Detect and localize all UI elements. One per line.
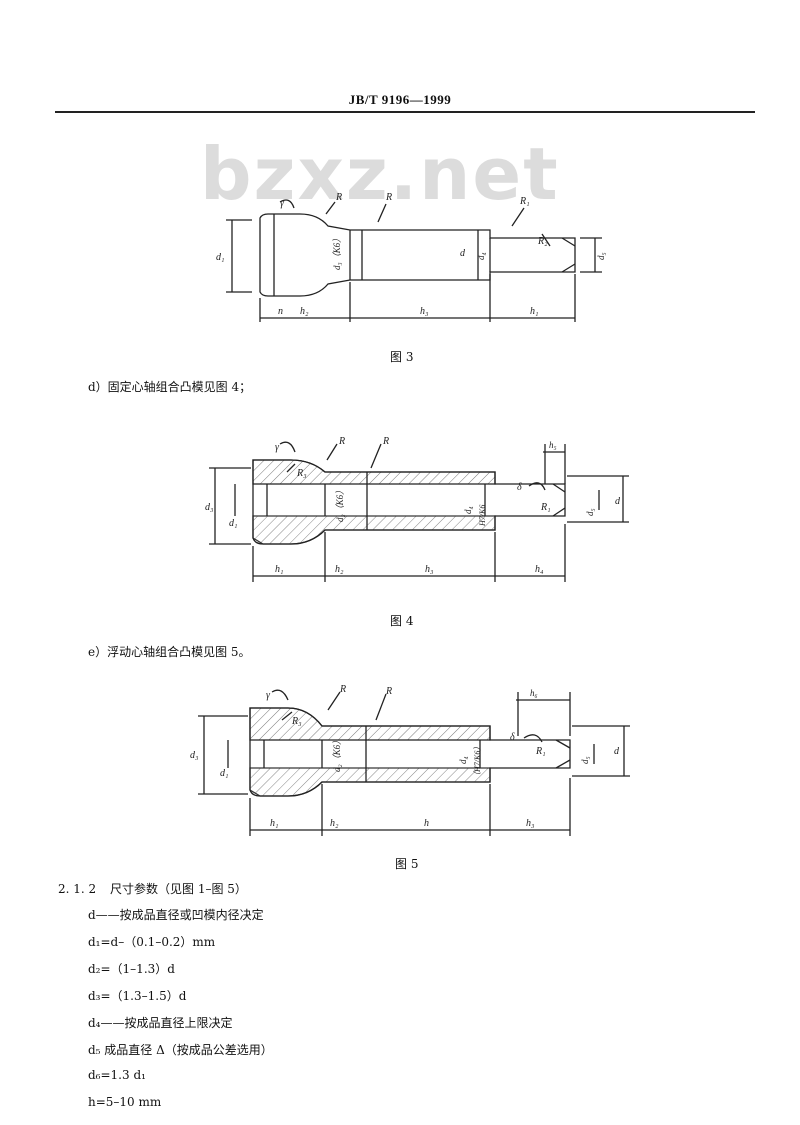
watermark: bzxz.net — [200, 132, 560, 216]
fig5-h6-label: h₆ — [530, 688, 538, 698]
fig3-gamma-label: γ — [280, 198, 285, 209]
fig5-d1-label: d₁ — [220, 768, 228, 779]
fig5-d-label: d — [614, 746, 620, 757]
fig3-R-label: R — [385, 192, 392, 203]
fig5-h-label: h — [424, 818, 429, 829]
fig4-delta-label: δ — [517, 482, 522, 493]
figure-4-drawing: γ R R R₃ d₃ d₁ d₂（K6） d₄ H7/K6 δ R₁ d₅ d… — [205, 436, 629, 582]
figure-3-drawing: γ R R R₁ R₂ d₁ d₃（K6） d d₄ d₅ n h₂ h₃ h₁ — [216, 192, 606, 322]
fig3-h1-label: h₁ — [530, 306, 538, 317]
section-title: 尺寸参数（见图 1–图 5） — [110, 882, 247, 896]
fig4-R-label: R — [338, 436, 345, 447]
fig5-d4-label: d₄ — [458, 756, 468, 764]
item-d-text: d）固定心轴组合凸模见图 4； — [88, 380, 252, 394]
fig4-R1-label: R₁ — [540, 502, 551, 513]
fig5-h3-label: h₃ — [526, 818, 535, 829]
fig3-R1-label: R₁ — [519, 196, 530, 207]
fig3-R2-label: R₂ — [537, 236, 548, 247]
fig5-d2-label: d₂（K6） — [332, 736, 342, 772]
fig3-d-label: d — [460, 248, 466, 259]
fig4-h4-label: h₄ — [535, 564, 544, 575]
document-header: JB/T 9196—1999 — [348, 92, 452, 107]
fig3-n-label: n — [278, 306, 283, 317]
fig4-h2-label: h₂ — [335, 564, 344, 575]
header-rule — [55, 111, 755, 113]
fig4-h3-label: h₃ — [425, 564, 434, 575]
fig3-d3-label: d₃（K6） — [332, 234, 342, 270]
fig4-h5-label: h₅ — [549, 440, 557, 450]
param-line-d5: d₅ 成品直径 Δ（按成品公差选用） — [88, 1043, 273, 1057]
figure-4-caption: 图 4 — [390, 614, 414, 628]
section-heading: 2. 1. 2 尺寸参数（见图 1–图 5） — [58, 880, 247, 897]
fig4-R3-label: R₃ — [296, 468, 307, 479]
fig4-d3-label: d₃ — [205, 502, 214, 513]
fig4-d1-label: d₁ — [229, 518, 237, 529]
fig4-h1-label: h₁ — [275, 564, 283, 575]
fig5-h1-label: h₁ — [270, 818, 278, 829]
fig4-d-label: d — [615, 496, 621, 507]
fig5-R1-label: R₁ — [535, 746, 546, 757]
fig3-d4-label: d₄ — [476, 252, 486, 260]
fig5-R-label: R — [339, 684, 346, 695]
item-e-text: e）浮动心轴组合凸模见图 5。 — [88, 645, 251, 659]
fig3-h2-label: h₂ — [300, 306, 309, 317]
fig4-d4-label: d₄ — [463, 506, 473, 514]
fig5-delta-label: δ — [510, 732, 515, 743]
fig3-h3-label: h₃ — [420, 306, 429, 317]
param-line-d4: d₄——按成品直径上限决定 — [88, 1016, 233, 1030]
fig5-R2-label: R — [385, 686, 392, 697]
fig5-d4-tolerance: （H7/K6） — [473, 743, 482, 780]
fig5-d3-label: d₃ — [190, 750, 199, 761]
fig4-R2-label: R — [382, 436, 389, 447]
fig4-d2-label: d₂（K6） — [335, 486, 345, 522]
figure-5-caption: 图 5 — [395, 857, 419, 871]
fig4-gamma-label: γ — [275, 442, 280, 453]
fig5-gamma-label: γ — [266, 690, 271, 701]
fig5-d5-label: d₅ — [580, 756, 590, 764]
fig5-R3-label: R₃ — [291, 716, 302, 727]
param-line-d1: d₁=d–（0.1–0.2）mm — [88, 935, 216, 949]
param-line-d6: d₆=1.3 d₁ — [88, 1068, 146, 1082]
param-line-d2: d₂=（1–1.3）d — [88, 962, 175, 976]
fig3-d5-label: d₅ — [596, 252, 606, 260]
param-line-h: h=5–10 mm — [88, 1095, 162, 1109]
fig3-r-label: R — [335, 192, 342, 203]
param-line-d3: d₃=（1.3–1.5）d — [88, 989, 187, 1003]
param-line-d: d——按成品直径或凹模内径决定 — [88, 908, 264, 922]
fig3-d1-label: d₁ — [216, 252, 224, 263]
figure-3-caption: 图 3 — [390, 350, 414, 364]
fig5-h2-label: h₂ — [330, 818, 339, 829]
section-number: 2. 1. 2 — [58, 882, 97, 896]
fig4-d5-label: d₅ — [585, 508, 595, 516]
fig4-d4-tolerance: H7/K6 — [478, 505, 487, 527]
figure-5-drawing: γ R R R₃ d₃ d₁ d₂（K6） d₄ （H7/K6） δ R₁ d₅… — [190, 684, 630, 836]
